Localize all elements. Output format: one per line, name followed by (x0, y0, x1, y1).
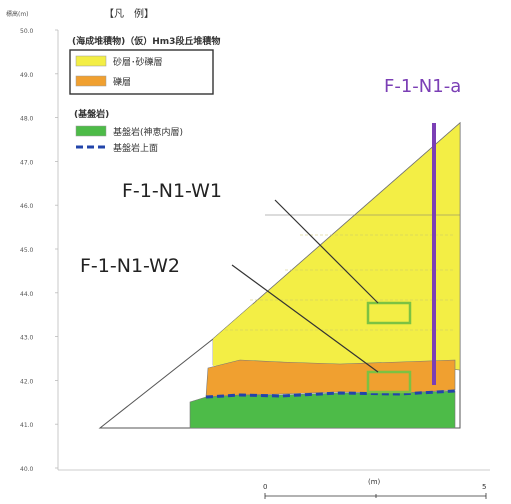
leader-line-w1 (274, 199, 379, 304)
cross-section (98, 121, 461, 429)
legend-gravel-label: 礫層 (113, 76, 131, 88)
sample-w2-label: F-1-N1-W2 (80, 255, 180, 277)
elevation-tick-label: 40.0 (20, 466, 34, 473)
legend-frame (69, 49, 214, 95)
marine-heading: (海成堆積物)（仮）Hm3段丘堆積物 (72, 35, 220, 47)
elevation-tick-label: 50.0 (20, 28, 34, 35)
legend-sand-swatch (75, 55, 107, 67)
legend-bedrock-label: 基盤岩(神恵内層) (113, 126, 183, 138)
sample-w1-label: F-1-N1-W1 (122, 180, 222, 202)
legend-bedrock-swatch (75, 125, 107, 137)
axis-unit-label: 標高(m) (6, 10, 29, 18)
sample-box-w2 (366, 370, 412, 394)
bedrock-heading: (基盤岩) (74, 108, 109, 120)
scale-unit: (m) (368, 478, 381, 486)
scale-end: 5 (482, 483, 486, 491)
sand-layer-lower (213, 304, 253, 366)
elevation-tick-label: 45.0 (20, 247, 34, 254)
legend: 【凡 例】 (海成堆積物)（仮）Hm3段丘堆積物 砂層･砂礫層 礫層 (基盤岩)… (69, 7, 220, 154)
legend-sand-label: 砂層･砂礫層 (113, 56, 163, 68)
borehole-label: F-1-N1-a (384, 76, 461, 97)
bedrock-top-line (205, 389, 456, 399)
elevation-tick-label: 42.0 (20, 378, 34, 385)
legend-title: 【凡 例】 (104, 7, 154, 20)
legend-bedrock-top-label: 基盤岩上面 (113, 142, 158, 154)
elevation-tick-label: 46.0 (20, 203, 34, 210)
elevation-tick-label: 49.0 (20, 72, 34, 79)
elevation-tick-label: 47.0 (20, 159, 34, 166)
scale-bar: 0 (m) 5 (263, 478, 486, 499)
elevation-axis: 標高(m) 50.0 49.0 48.0 47.0 46.0 45.0 44.0 43.0 42… (6, 10, 490, 473)
sample-box-w1 (366, 301, 412, 325)
elevation-tick-label: 48.0 (20, 116, 34, 123)
elevation-tick-label: 43.0 (20, 335, 34, 342)
elevation-tick-label: 41.0 (20, 422, 34, 429)
leader-line-w2 (231, 264, 379, 373)
elevation-tick-label: 44.0 (20, 291, 34, 298)
legend-gravel-swatch (75, 75, 107, 87)
gravel-layer (205, 359, 456, 398)
scale-start: 0 (263, 483, 267, 491)
